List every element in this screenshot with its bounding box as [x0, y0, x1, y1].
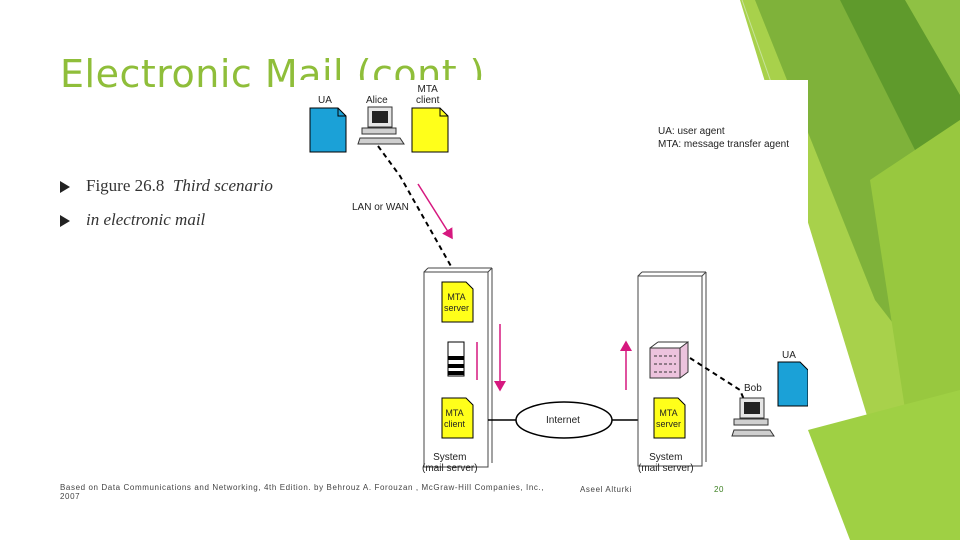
- system-left-label: System (mail server): [422, 452, 478, 474]
- bullet-figure-number: Figure 26.8: [86, 176, 165, 195]
- mta-client-left-label: MTA client: [444, 408, 466, 429]
- bob-computer-icon: [731, 397, 775, 437]
- bullet-text: in electronic mail: [86, 210, 206, 229]
- figure-drawing: [309, 106, 808, 468]
- mta-client-top-label: MTA client: [416, 84, 440, 106]
- mailbox-icon: [649, 341, 689, 379]
- alice-label: Alice: [366, 95, 388, 106]
- queue-icon: [447, 341, 465, 377]
- ua-right-label: UA: [782, 350, 796, 361]
- ua-document-icon: [309, 107, 347, 153]
- internet-label: Internet: [546, 415, 580, 426]
- page-number: 20: [714, 485, 725, 494]
- mta-server-right-label: MTA server: [656, 408, 682, 429]
- bullet-text: Third scenario: [172, 176, 273, 195]
- bullet-item-2: in electronic mail: [60, 210, 205, 230]
- mta-server-left-label: MTA server: [444, 292, 470, 313]
- footer-source-line1: Based on Data Communications and Network…: [60, 483, 545, 492]
- alice-computer-icon: [357, 106, 405, 145]
- footer-source-line2: 2007: [60, 492, 81, 501]
- mta-client-document-icon: [411, 107, 449, 153]
- bullet-arrow-icon: [60, 215, 70, 228]
- legend-ua: UA: user agent: [658, 126, 725, 137]
- system-right-label: System (mail server): [638, 452, 694, 474]
- footer-author: Aseel Alturki: [580, 485, 632, 494]
- footer-source: Based on Data Communications and Network…: [60, 483, 544, 501]
- bullet-item-1: Figure 26.8 Third scenario: [60, 176, 273, 196]
- lan-wan-label: LAN or WAN: [352, 202, 409, 213]
- bullet-arrow-icon: [60, 181, 70, 194]
- mail-scenario-figure: UA Alice MTA client UA: user agent MTA: …: [300, 80, 808, 476]
- ua-top-label: UA: [318, 95, 332, 106]
- bob-label: Bob: [744, 383, 762, 394]
- legend-mta: MTA: message transfer agent: [658, 139, 789, 150]
